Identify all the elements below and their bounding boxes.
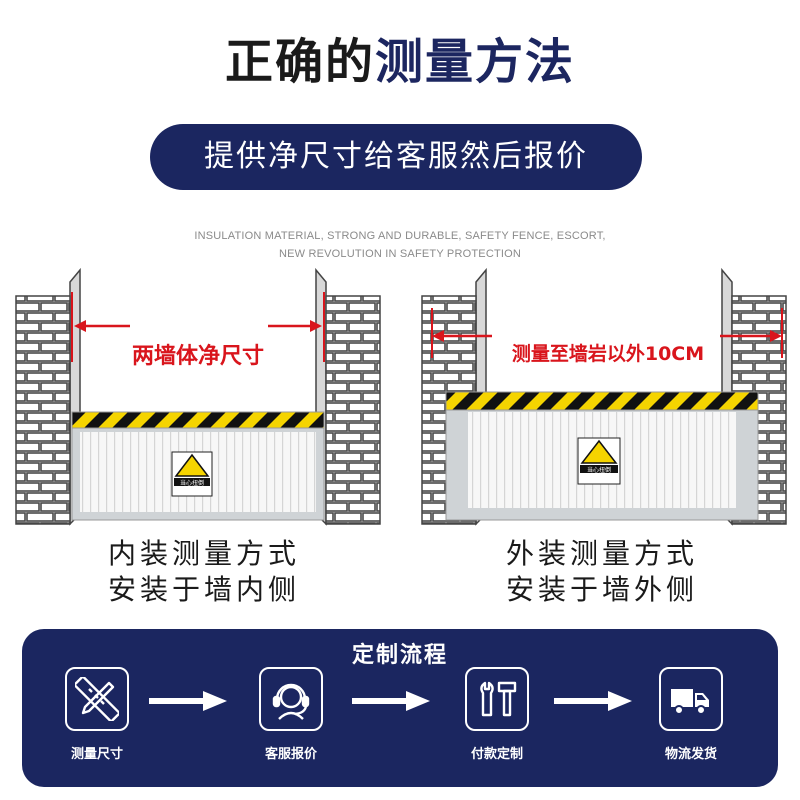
headset-icon [259,667,323,731]
inner-caption-line-2: 安装于墙内侧 [107,573,300,606]
warning-sign: 当心扭倒 [171,451,213,497]
outer-caption-line-1: 外装测量方式 [505,537,698,570]
truck-icon [659,667,723,731]
process-step-measure: 测量尺寸 [42,667,152,762]
inner-install-illustration: 当心扭倒 两墙体净尺寸 [12,262,392,532]
custom-process-panel: 定制流程 测量尺寸 [22,629,778,787]
inner-caption-line-1: 内装测量方式 [107,537,300,570]
outer-caption-line-2: 安装于墙外侧 [505,573,698,606]
step-label-measure: 测量尺寸 [70,747,123,762]
outer-install-illustration: 当心扭倒 测量至墙岩以外10CM [418,262,798,532]
right-brick-wall [315,267,381,526]
arrow-right-icon [352,691,430,711]
warning-sign: 当心扭倒 [577,437,621,485]
measure-label: 两墙体净尺寸 [132,343,264,369]
subtitle-line-2: NEW REVOLUTION IN SAFETY PROTECTION [278,248,522,260]
title-part-2: 测量方法 [375,34,576,90]
process-step-delivery: 物流发货 [636,667,746,762]
left-brick-wall [15,267,81,526]
arrow-right-icon [149,691,227,711]
arrow-right-icon [554,691,632,711]
flood-barrier-board: 当心扭倒 [71,411,325,521]
warning-sign-label: 当心扭倒 [587,466,611,474]
quote-banner: 提供净尺寸给客服然后报价 [150,124,642,190]
title-part-1: 正确的 [224,34,375,90]
measure-arrow [74,320,322,332]
measure-arrow [432,330,782,342]
step-label-quote: 客服报价 [264,747,317,762]
step-label-payment: 付款定制 [470,747,523,762]
process-title: 定制流程 [351,642,448,668]
ruler-pencil-icon [65,667,129,731]
measure-label: 测量至墙岩以外10CM [512,342,704,365]
process-step-payment: 付款定制 [442,667,552,762]
subtitle-line-1: INSULATION MATERIAL, STRONG AND DURABLE,… [194,230,606,242]
flood-barrier-board: 当心扭倒 [445,391,759,521]
step-label-delivery: 物流发货 [664,747,717,762]
warning-sign-label: 当心扭倒 [180,479,204,487]
page-title: 正确的测量方法 [0,30,800,94]
outer-install-caption: 外装测量方式 安装于墙外侧 [412,536,792,608]
inner-install-caption: 内装测量方式 安装于墙内侧 [14,536,394,608]
tools-icon [465,667,529,731]
process-step-quote: 客服报价 [236,667,346,762]
